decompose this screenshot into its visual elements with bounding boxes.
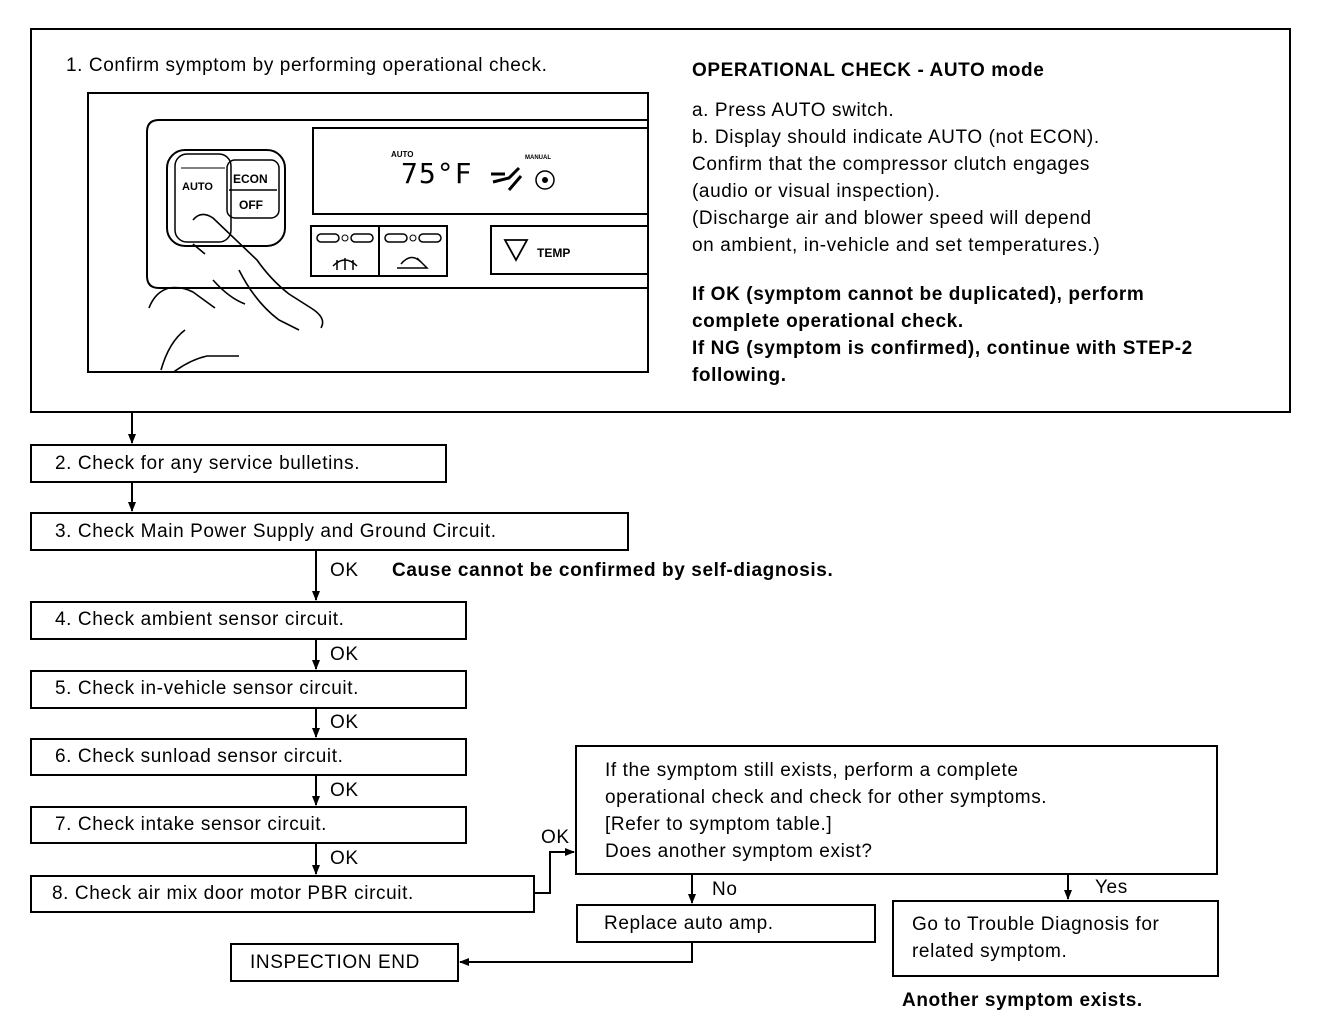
ok-label: OK [330,712,359,733]
step2-box [30,444,447,483]
step3-box [30,512,629,551]
goto-line: Go to Trouble Diagnosis for [912,914,1160,935]
step1-label: 1. Confirm symptom by performing operati… [66,55,548,76]
auto-button-label: AUTO [182,181,213,193]
control-panel-drawing [146,119,647,371]
lcd-auto-indicator: AUTO [391,150,414,159]
check-line: on ambient, in-vehicle and set temperatu… [692,235,1101,256]
symptom-question-box [575,745,1218,875]
replace-label: Replace auto amp. [604,913,774,934]
defrost-icon [332,258,358,270]
inspection-end-box [230,943,459,982]
panel-illustration: AUTO ECON OFF AUTO 75°F MANUAL TEMP [87,92,649,373]
step4-label: 4. Check ambient sensor circuit. [55,609,345,630]
step4-box [30,601,467,640]
lcd-manual-indicator: MANUAL [525,155,551,161]
no-label: No [712,879,738,900]
symptom-line: Does another symptom exist? [605,841,873,862]
ok-label: OK [330,780,359,801]
fan-icon [535,170,555,190]
ok-label: OK [330,644,359,665]
cause-note: Cause cannot be confirmed by self-diagno… [392,560,834,581]
check-line: Confirm that the compressor clutch engag… [692,154,1090,175]
arrow-8-to-question [535,848,575,894]
result-line: If OK (symptom cannot be duplicated), pe… [692,284,1145,305]
ok-label: OK [330,848,359,869]
check-line: (audio or visual inspection). [692,181,941,202]
check-line: b. Display should indicate AUTO (not ECO… [692,127,1100,148]
airflow-icon [491,166,523,191]
step3-label: 3. Check Main Power Supply and Ground Ci… [55,521,497,542]
ok-label: OK [330,560,359,581]
result-line: complete operational check. [692,311,964,332]
goto-line: related symptom. [912,941,1068,962]
step7-box [30,806,467,844]
result-line: following. [692,365,787,386]
temp-button-label: TEMP [537,246,571,260]
arrow-replace-to-end [459,943,693,966]
yes-label: Yes [1095,877,1128,898]
inspection-end-label: INSPECTION END [250,952,420,973]
step6-label: 6. Check sunload sensor circuit. [55,746,344,767]
check-line: (Discharge air and blower speed will dep… [692,208,1092,229]
symptom-line: operational check and check for other sy… [605,787,1048,808]
lcd-temperature: 75°F [401,157,473,190]
econ-button-label: ECON [233,172,268,186]
replace-box [576,904,876,943]
step2-label: 2. Check for any service bulletins. [55,453,361,474]
step5-box [30,670,467,709]
step7-label: 7. Check intake sensor circuit. [55,814,328,835]
hand-drawing [148,213,324,371]
symptom-line: [Refer to symptom table.] [605,814,833,835]
another-symptom-note: Another symptom exists. [902,990,1143,1011]
step6-box [30,738,467,776]
step5-label: 5. Check in-vehicle sensor circuit. [55,678,359,699]
temp-down-icon [503,239,529,262]
step8-box [30,875,535,913]
symptom-line: If the symptom still exists, perform a c… [605,760,1019,781]
step8-label: 8. Check air mix door motor PBR circuit. [52,883,414,904]
goto-box [892,900,1219,977]
ok-label: OK [541,827,570,848]
check-line: a. Press AUTO switch. [692,100,895,121]
off-button-label: OFF [239,198,263,212]
recirculation-icon [397,256,429,269]
result-line: If NG (symptom is confirmed), continue w… [692,338,1193,359]
operational-check-title: OPERATIONAL CHECK - AUTO mode [692,60,1045,81]
